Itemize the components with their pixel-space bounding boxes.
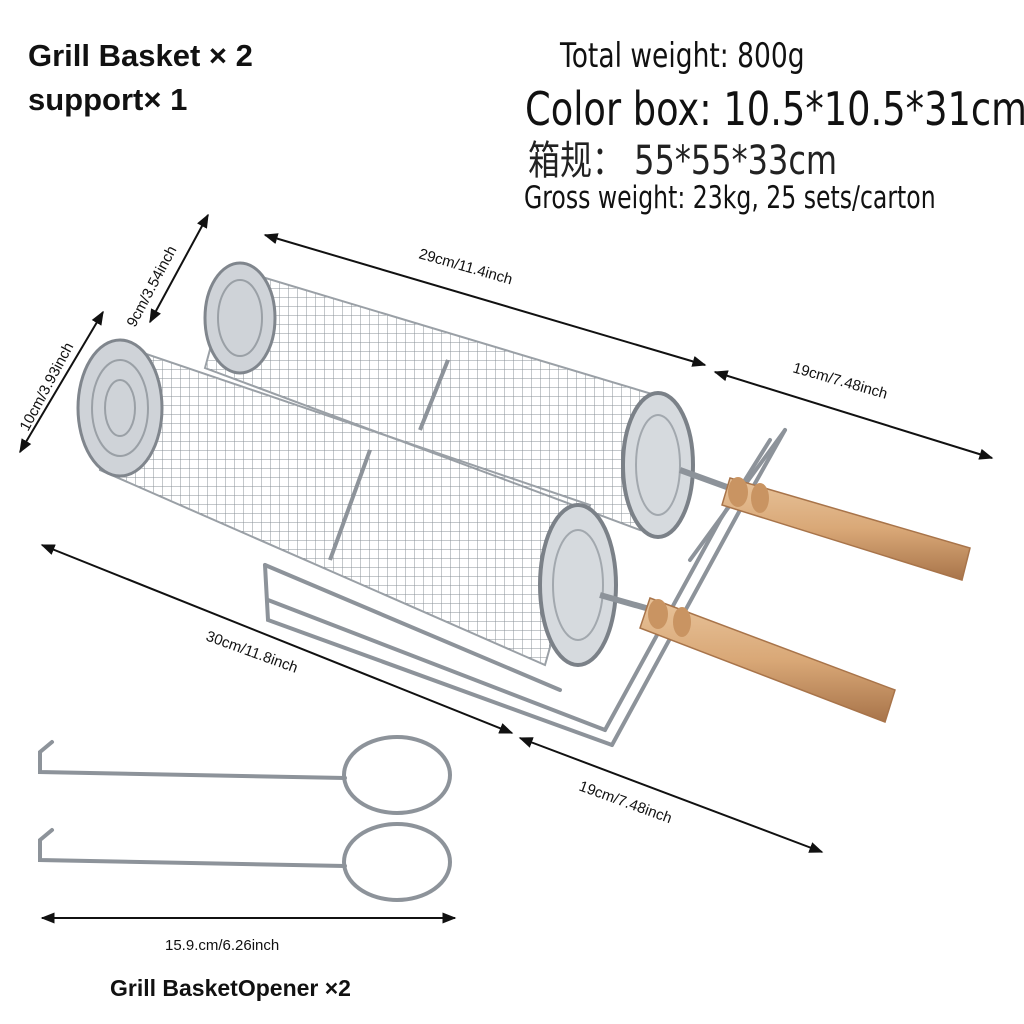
spec-color-box: Color box: 10.5*10.5*31cm	[525, 82, 1024, 136]
wooden-handle-back	[678, 467, 971, 581]
contents-baskets: Grill Basket × 2	[28, 38, 253, 73]
wooden-handle-front	[599, 592, 896, 723]
contents-support: support× 1	[28, 82, 188, 117]
basket-opener-top	[38, 735, 452, 815]
dim-opener-length: 15.9.cm/6.26inch	[165, 937, 279, 954]
dim-basket-diameter-large: 10cm/3.93inch	[17, 340, 78, 434]
dimension-lines	[19, 213, 994, 924]
dim-basket-length-top: 29cm/11.4inch	[417, 246, 514, 289]
opener-caption: Grill BasketOpener ×2	[110, 975, 351, 1001]
dim-handle-length-top: 19cm/7.48inch	[791, 360, 889, 403]
spec-carton-size: 箱规： 55*55*33cm	[528, 138, 838, 184]
basket-opener-bottom	[38, 822, 452, 902]
spec-total-weight: Total weight: 800g	[560, 36, 805, 76]
spec-gross-weight: Gross weight: 23kg, 25 sets/carton	[524, 180, 936, 216]
dim-handle-length-bottom: 19cm/7.48inch	[577, 778, 674, 827]
dim-basket-length-bottom: 30cm/11.8inch	[204, 628, 300, 677]
